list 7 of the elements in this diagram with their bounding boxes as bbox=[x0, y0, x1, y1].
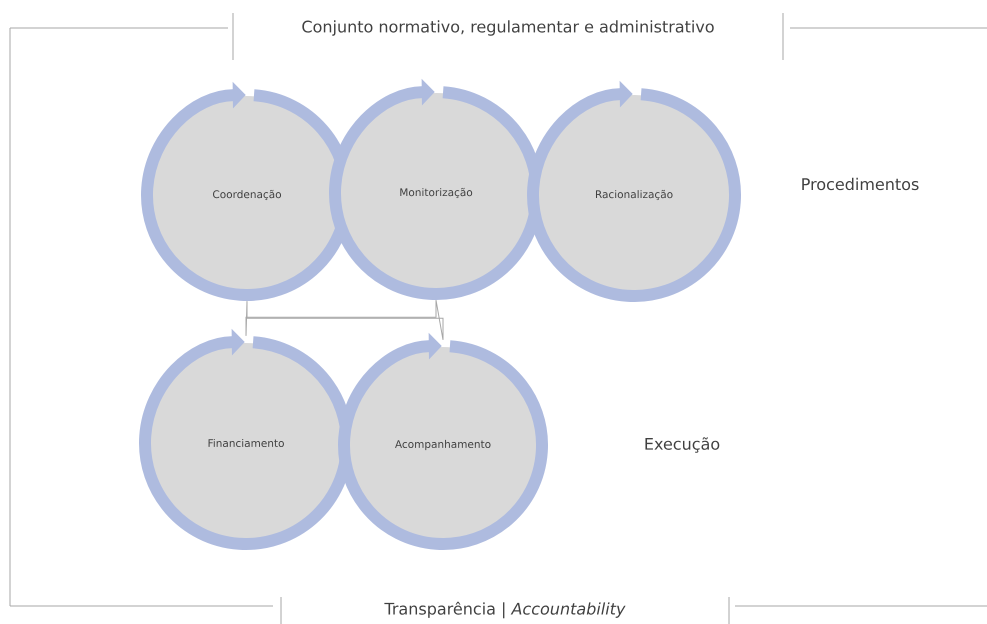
row-label: Procedimentos bbox=[802, 178, 919, 190]
row-label: Execução bbox=[645, 437, 720, 453]
connector-line bbox=[436, 300, 444, 340]
connector-line bbox=[246, 300, 444, 340]
connector-line bbox=[246, 300, 436, 336]
caption: Transparência | Accountability bbox=[384, 602, 626, 618]
heading: Conjunto normativo, regulamentar e administrativo bbox=[302, 20, 714, 36]
